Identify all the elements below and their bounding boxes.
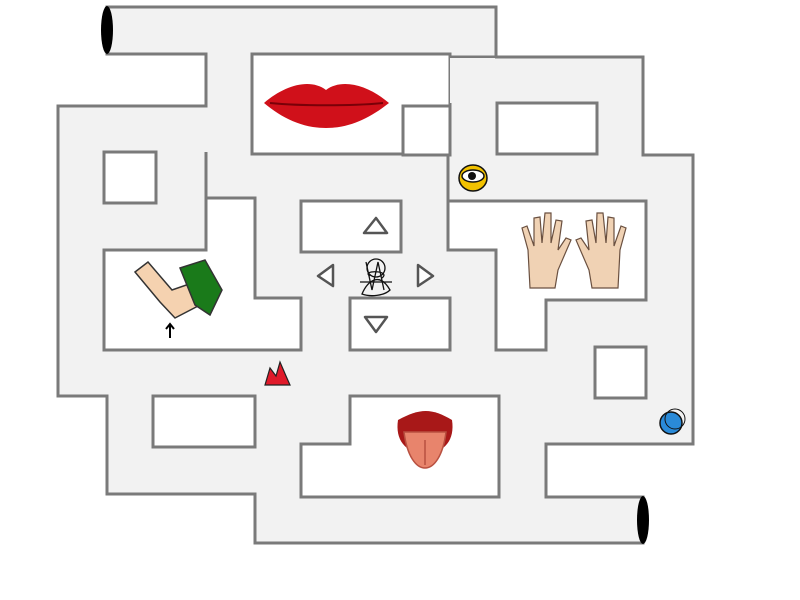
arrow-left-icon[interactable] bbox=[316, 263, 335, 288]
lips-icon[interactable] bbox=[264, 84, 389, 128]
wall-block bbox=[151, 394, 257, 449]
tongue-icon[interactable] bbox=[397, 411, 453, 469]
hands-icon[interactable] bbox=[521, 212, 627, 289]
wall-block bbox=[593, 345, 648, 400]
arrow-up-icon[interactable] bbox=[362, 216, 389, 235]
wall-block bbox=[102, 152, 303, 352]
wall-block bbox=[348, 296, 452, 352]
scribble-character-icon bbox=[360, 258, 392, 297]
wall-block bbox=[102, 150, 158, 205]
wall-block bbox=[495, 101, 599, 156]
arrow-right-icon[interactable] bbox=[416, 263, 435, 288]
elbow-icon[interactable] bbox=[133, 259, 223, 338]
maze-walls bbox=[102, 52, 648, 499]
wall-block bbox=[299, 199, 403, 254]
blue-ball-icon[interactable] bbox=[659, 408, 686, 435]
fire-icon[interactable] bbox=[264, 360, 291, 386]
eye-icon[interactable] bbox=[458, 164, 488, 192]
arrow-down-icon[interactable] bbox=[363, 315, 389, 334]
wall-block bbox=[401, 104, 452, 157]
exit-portal[interactable] bbox=[637, 496, 649, 544]
entrance-portal bbox=[101, 6, 113, 54]
